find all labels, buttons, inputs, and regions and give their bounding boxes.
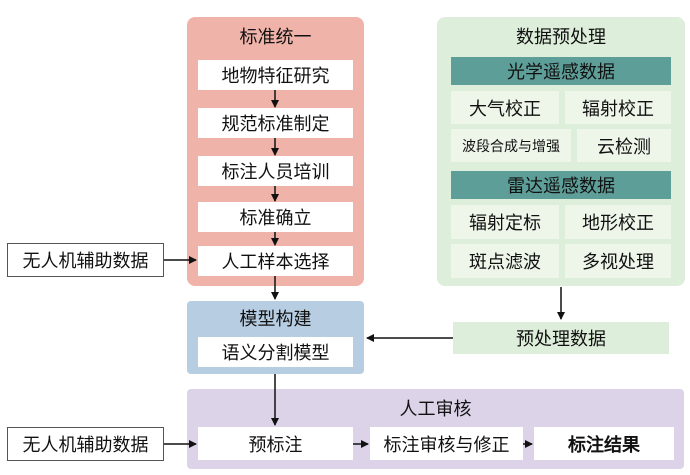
model-panel: 模型构建 语义分割模型	[187, 301, 364, 374]
radar-terrain-correction: 地形校正	[565, 205, 671, 239]
step-staff-training: 标注人员培训	[198, 156, 353, 186]
annotation-review-correction: 标注审核与修正	[370, 427, 523, 460]
optical-data-header: 光学遥感数据	[451, 57, 671, 85]
pre-annotation: 预标注	[198, 427, 353, 460]
step-manual-sample-selection: 人工样本选择	[198, 246, 353, 276]
review-panel-title: 人工审核	[399, 399, 472, 420]
radar-radiometric-calibration: 辐射定标	[451, 205, 559, 239]
preprocessed-data-box: 预处理数据	[453, 322, 669, 354]
standard-panel: 标准统一 地物特征研究 规范标准制定 标注人员培训 标准确立 人工样本选择	[187, 17, 364, 286]
review-panel: 人工审核 预标注 标注审核与修正 标注结果	[187, 389, 684, 469]
radar-speckle-filtering: 斑点滤波	[451, 244, 559, 278]
optical-radiometric-correction: 辐射校正	[565, 91, 671, 124]
optical-atmospheric-correction: 大气校正	[451, 91, 559, 124]
annotation-result: 标注结果	[534, 427, 674, 460]
semantic-segmentation-model: 语义分割模型	[198, 337, 353, 367]
radar-multilook-processing: 多视处理	[565, 244, 671, 278]
uav-data-box-top: 无人机辅助数据	[7, 243, 164, 277]
step-feature-research: 地物特征研究	[198, 60, 353, 90]
optical-band-synthesis: 波段合成与增强	[451, 129, 571, 162]
uav-data-box-bottom: 无人机辅助数据	[7, 427, 164, 461]
preprocess-panel-title: 数据预处理	[516, 27, 606, 48]
preprocessed-data-label: 预处理数据	[516, 329, 606, 350]
step-standard-established: 标准确立	[198, 202, 353, 232]
model-panel-title: 模型构建	[239, 309, 312, 330]
radar-data-header: 雷达遥感数据	[451, 171, 671, 199]
step-standard-making: 规范标准制定	[198, 108, 353, 138]
optical-cloud-detection: 云检测	[577, 129, 671, 162]
standard-panel-title: 标准统一	[239, 27, 312, 48]
preprocess-panel: 数据预处理 光学遥感数据 大气校正 辐射校正 波段合成与增强 云检测 雷达遥感数…	[437, 17, 685, 286]
